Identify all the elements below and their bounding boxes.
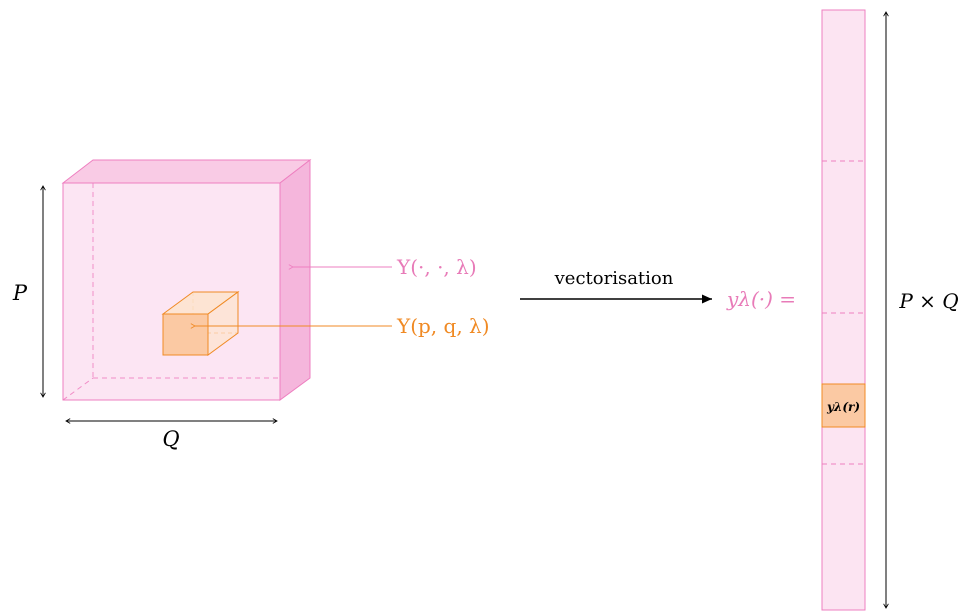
cube-front-face [62,182,281,401]
vector-element-label: yλ(r) [826,400,860,414]
vector-label: yλ(·) = [726,287,796,311]
vector-length-label: P × Q [898,289,958,313]
slice-label: Y(·, ·, λ) [396,255,477,279]
cube-right-face [279,158,311,401]
column-vector: yλ(r) [821,9,866,611]
data-cube [61,158,312,401]
vector-dividers [822,160,865,465]
pixel-label: Y(p, q, λ) [396,314,490,338]
dimension-p-label: P [12,281,28,305]
vectorisation-caption: vectorisation [554,268,674,289]
cube-top-face [61,159,312,184]
vector-body [821,9,866,611]
pixel-front-face [162,313,209,356]
dimension-q-label: Q [162,427,179,451]
pixel-cube [161,291,240,356]
vector-element [821,383,866,428]
